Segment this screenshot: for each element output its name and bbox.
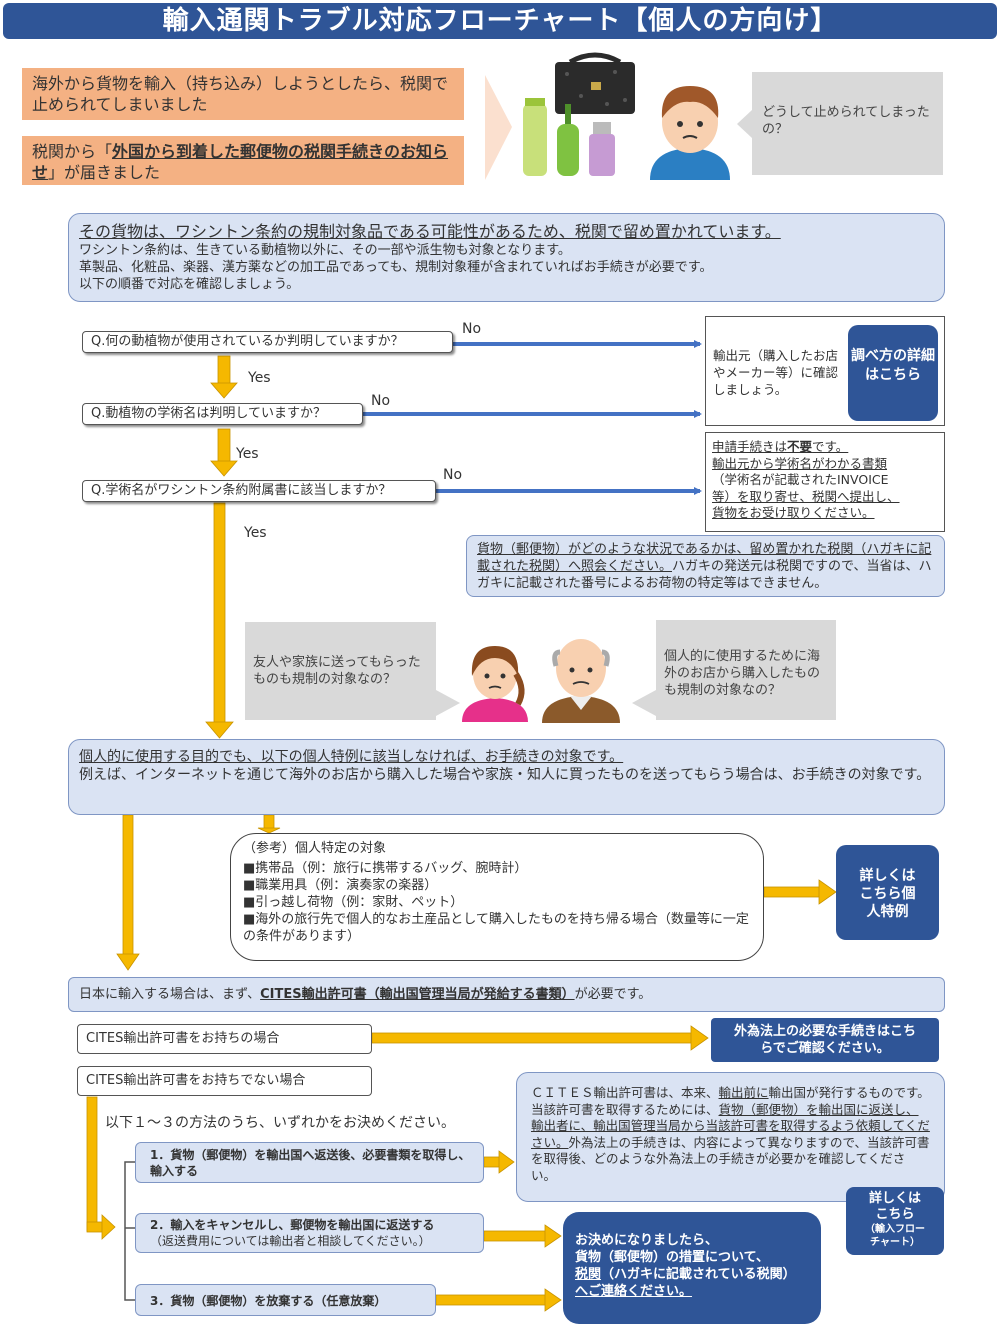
reference-item: ■職業用具（例：演奏家の楽器）	[243, 878, 438, 893]
contact-l3-text: （ハガキに記載されている税関）	[601, 1267, 796, 1282]
cites-post: が必要です。	[574, 987, 652, 1002]
personal-exception-button[interactable]: 詳しくはこちら個人特例	[836, 845, 939, 940]
option-2[interactable]: 2．輸入をキャンセルし、郵便物を輸出国に返送する （返送費用については輸出者と相…	[135, 1213, 484, 1253]
arrow-opt1	[483, 1150, 515, 1174]
contact-l3: 税関（ハガキに記載されている税関）	[575, 1266, 809, 1283]
yes-label-2: Yes	[236, 446, 259, 462]
intro-box-notice: 税関から「外国から到着した郵便物の税関手続きのお知らせ」が届きました	[22, 136, 464, 185]
import-flow-button[interactable]: 詳しくは こちら （輸入フロー チャート）	[846, 1187, 944, 1255]
inquiry-rest: ハガキの発送元は税関ですので、当省は、ハガキに記載された番号によるお荷物の特定等…	[477, 559, 932, 591]
notice-post: 」が届きました	[48, 163, 161, 182]
arrow-to-options	[86, 1096, 116, 1240]
no-label-3: No	[443, 467, 463, 483]
option-1[interactable]: 1．貨物（郵便物）を輸出国へ返送後、必要書類を取得し、輸入する	[135, 1142, 484, 1183]
flow-l1: 詳しくは	[868, 1191, 921, 1206]
worried-woman-illustration	[462, 646, 528, 722]
reference-box: （参考）個人特定の対象 ■携帯品（例：旅行に携帯するバッグ、腕時計） ■職業用具…	[230, 833, 764, 961]
question-1: Q.何の動植物が使用されているか判明していますか？	[82, 331, 453, 353]
reference-item: ■携帯品（例：旅行に携帯するバッグ、腕時計）	[243, 861, 528, 876]
info-box: その貨物は、ワシントン条約の規制対象品である可能性があるため、税関で留め置かれて…	[68, 213, 945, 302]
contact-customs-link[interactable]: 税関	[575, 1267, 602, 1282]
question-2: Q.動植物の学術名は判明していますか？	[82, 403, 363, 425]
has-permit-box: CITES輸出許可書をお持ちの場合	[77, 1024, 372, 1054]
worried-elder-illustration	[542, 639, 620, 723]
cites-info-p3: 外為法上の手続きは、内容によって異なりますので、当該許可書を取得後、どのような外…	[531, 1134, 930, 1183]
arrow-to-cites	[116, 814, 140, 971]
not-needed-line1: 申請手続きは不要です。	[712, 439, 938, 456]
goods-illustration	[523, 52, 635, 176]
yes-arrow-2	[210, 428, 238, 477]
not-needed-pre: 申請手続きは	[712, 439, 788, 454]
not-needed-line3: （学術名が記載されたINVOICE	[712, 472, 889, 487]
fx-law-button[interactable]: 外為法上の必要な手続きはこちらでご確認ください。	[711, 1018, 939, 1062]
info-headline: その貨物は、ワシントン条約の規制対象品である可能性があるため、税関で留め置かれて…	[79, 222, 781, 241]
not-needed-post: です。	[812, 439, 849, 454]
option-2-sub: （返送費用については輸出者と相談してください。）	[150, 1234, 431, 1248]
not-needed-line5: 貨物をお受け取りください。	[712, 505, 875, 520]
choose-instruction: 以下１～３の方法のうち、いずれかをお決めください。	[105, 1115, 455, 1131]
howto-button[interactable]: 調べ方の詳細はこちら	[848, 325, 938, 421]
yes-label-3: Yes	[244, 525, 267, 541]
bubble-left: 友人や家族に送ってもらったものも規制の対象なの？	[245, 622, 436, 720]
page-title: 輸入通関トラブル対応フローチャート【個人の方向け】	[3, 3, 997, 39]
notice-pre: 税関から「	[32, 142, 113, 161]
worried-man-illustration	[650, 86, 730, 180]
inquiry-box: 貨物（郵便物）がどのような状況であるかは、留め置かれた税関（ハガキに記載された税…	[466, 535, 945, 597]
not-needed-line2: 輸出元から学術名がわかる書類	[712, 455, 888, 471]
cites-info-p1: ＣＩＴＥＳ輸出許可書は、本来、	[531, 1085, 719, 1100]
not-needed-em: 不要	[787, 439, 813, 454]
contact-customs-box: お決めになりましたら、 貨物（郵便物）の措置について、 税関（ハガキに記載されて…	[563, 1212, 821, 1324]
arrow-to-personal-button	[763, 879, 837, 905]
bubble-tail-top	[737, 110, 752, 138]
cites-info-box: ＣＩＴＥＳ輸出許可書は、本来、輸出前に輸出国が発行するものです。当該許可書を取得…	[516, 1072, 945, 1202]
answer-not-needed-box: 申請手続きは不要です。 輸出元から学術名がわかる書類 （学術名が記載されたINV…	[705, 432, 945, 532]
flow-l4: チャート）	[870, 1237, 920, 1248]
personal-use-box: 個人的に使用する目的でも、以下の個人特例に該当しなければ、お手続きの対象です。 …	[68, 739, 945, 815]
answer-confirm-text: 輸出元（購入したお店やメーカー等）に確認しましょう。	[713, 348, 839, 397]
options-bracket	[124, 1161, 135, 1301]
arrow-to-fx-button	[371, 1025, 709, 1051]
no-label-2: No	[371, 393, 391, 409]
info-line: 以下の順番で対応を確認しましょう。	[79, 277, 300, 292]
contact-l1: お決めになりましたら、	[575, 1233, 719, 1248]
flow-l2: こちら	[875, 1207, 915, 1222]
reference-item: ■引っ越し荷物（例：家財、ペット）	[243, 895, 464, 910]
question-3: Q.学術名がワシントン条約附属書に該当しますか？	[82, 480, 436, 502]
contact-l2: 貨物（郵便物）の措置について、	[575, 1250, 769, 1265]
arrow-opt2	[483, 1224, 562, 1248]
no-permit-box: CITES輸出許可書をお持ちでない場合	[77, 1066, 372, 1096]
option-2-title: 2．輸入をキャンセルし、郵便物を輸出国に返送する	[150, 1218, 435, 1232]
bubble-right: 個人的に使用するために海外のお店から購入したものも規制の対象なの？	[656, 620, 836, 720]
info-line: 革製品、化粧品、楽器、漢方薬などの加工品であっても、規制対象種が含まれていればお…	[79, 260, 713, 275]
personal-headline: 個人的に使用する目的でも、以下の個人特例に該当しなければ、お手続きの対象です。	[79, 749, 624, 765]
not-needed-line4: 等）を取り寄せ、税関へ提出し、	[712, 488, 900, 504]
yes-label-1: Yes	[248, 370, 271, 386]
arrow-to-reference	[257, 814, 281, 834]
cites-info-p2u: 貨物（郵便物）を輸出国に返送し、輸出者に、輸出国管理当局から当該許可書を取得する…	[531, 1101, 930, 1150]
yes-arrow-3	[205, 502, 234, 739]
intro-chevron	[485, 75, 512, 180]
contact-l4: へご連絡ください。	[575, 1284, 693, 1299]
cites-em: CITES輸出許可書（輸出国管理当局が発給する書類）	[260, 987, 575, 1002]
inquiry-underlined: 貨物（郵便物）がどのような状況であるかは、留め置かれた税関（ハガキに記載された税…	[477, 542, 932, 574]
question-bubble: どうして止められてしまったの？	[752, 72, 943, 175]
intro-box-held: 海外から貨物を輸入（持ち込み）しようとしたら、税関で止められてしまいました	[22, 68, 464, 120]
reference-item: ■海外の旅行先で個人的なお土産品として購入したものを持ち帰る場合（数量等に一定の…	[243, 912, 749, 944]
bubble-tail-right	[632, 690, 656, 716]
cites-required-box: 日本に輸入する場合は、まず、CITES輸出許可書（輸出国管理当局が発給する書類）…	[68, 977, 945, 1012]
option-3[interactable]: 3．貨物（郵便物）を放棄する（任意放棄）	[135, 1284, 436, 1316]
no-label-1: No	[462, 321, 482, 337]
cites-info-p2: 輸出国が発行するものです。当該許可書を取得するためには、	[531, 1085, 930, 1117]
cites-pre: 日本に輸入する場合は、まず、	[79, 987, 261, 1002]
reference-title: （参考）個人特定の対象	[243, 841, 387, 856]
info-line: ワシントン条約は、生きている動植物以外に、その一部や派生物も対象となります。	[79, 243, 571, 258]
yes-arrow-1	[210, 355, 238, 399]
notice-title: 外国から到着した郵便物の税関手続きのお知らせ	[32, 142, 449, 182]
personal-body: 例えば、インターネットを通じて海外のお店から購入した場合や家族・知人に買ったもの…	[79, 767, 931, 783]
bubble-tail-left	[436, 690, 460, 716]
cites-info-p1u: 輸出前に	[718, 1085, 769, 1100]
flow-l3: （輸入フロー	[865, 1224, 925, 1235]
arrow-opt3	[435, 1288, 562, 1312]
